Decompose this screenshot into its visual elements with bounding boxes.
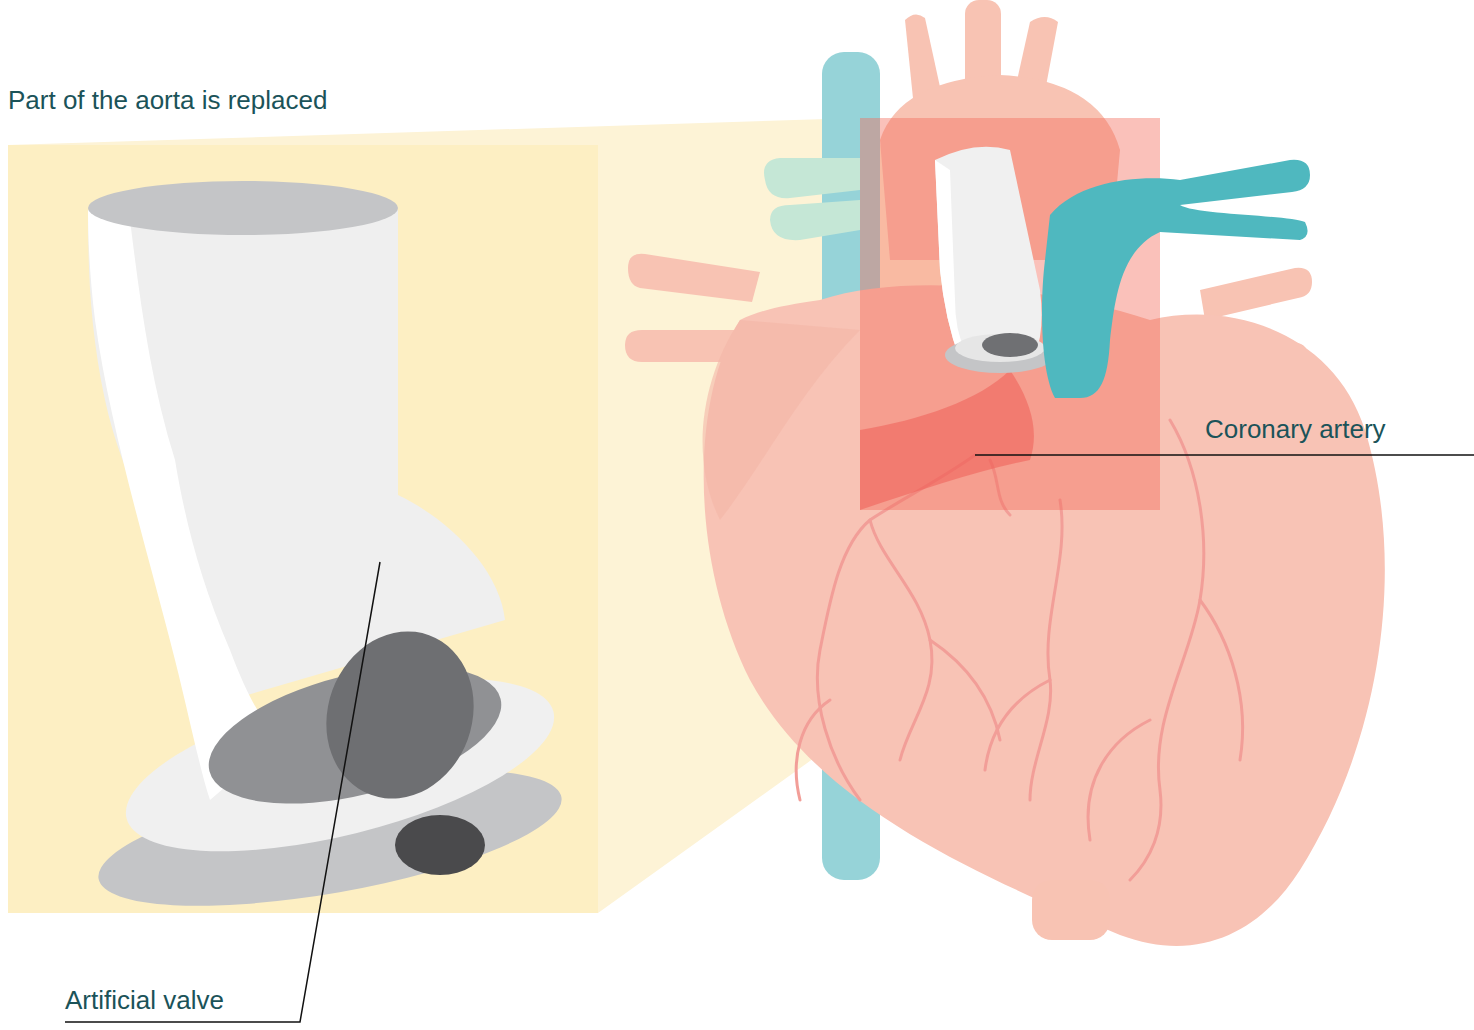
- graft-large: [88, 181, 571, 933]
- part-label: Artificial valve: [65, 984, 224, 1016]
- label-holder: Artificial valve: [65, 984, 224, 1016]
- part-label: Coronary artery: [1205, 413, 1386, 445]
- right-atrium-shade: [703, 320, 860, 520]
- aortic-root: [860, 370, 1034, 510]
- descending-aorta: [1032, 880, 1110, 940]
- heading: Part of the aorta is replaced: [8, 84, 327, 116]
- leader-lines: [65, 455, 1474, 1022]
- pulmonary-trunk: [1042, 160, 1310, 398]
- label-holder: Part of the aorta is replaced: [8, 84, 327, 116]
- graft-small: [935, 147, 1055, 373]
- label-holder: Coronary artery: [1205, 413, 1386, 445]
- pulmonary-vessels-left: [764, 158, 860, 240]
- highlight-region: [860, 118, 1160, 510]
